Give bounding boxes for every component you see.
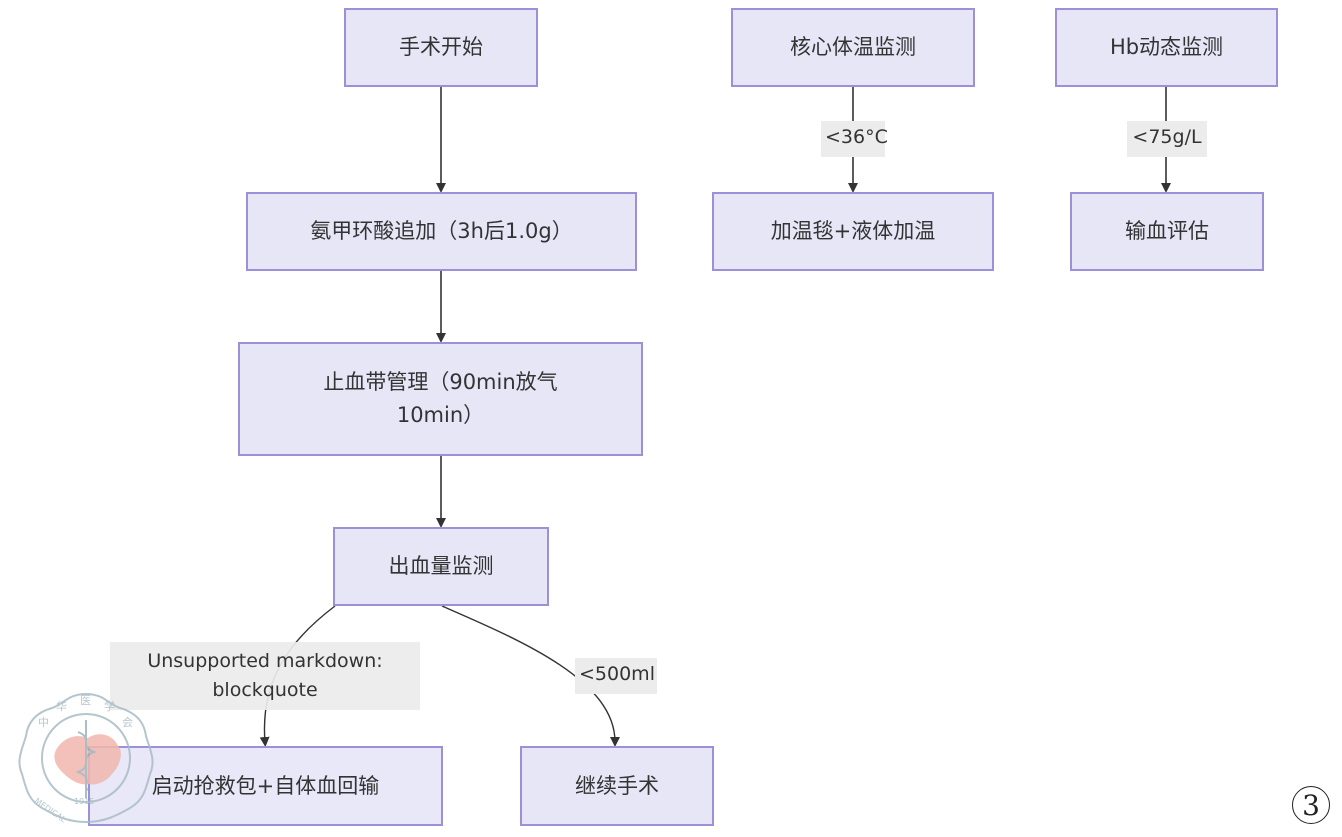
seal-text-zhong: 中	[38, 716, 49, 729]
node-label-line1: 止血带管理（90min放气	[323, 370, 558, 395]
node-hb-monitoring: Hb动态监测	[1055, 8, 1278, 87]
edge-label-hb: <75g/L	[1127, 121, 1207, 157]
seal-text-yi: 医	[80, 694, 91, 707]
node-label: 氨甲环酸追加（3h后1.0g）	[310, 219, 573, 244]
node-label: Hb动态监测	[1109, 35, 1224, 60]
node-transfusion-assessment: 输血评估	[1070, 192, 1264, 271]
edge-label-text: <36°C	[825, 126, 888, 148]
seal-text-hui: 会	[122, 716, 133, 729]
node-tranexamic-acid: 氨甲环酸追加（3h后1.0g）	[246, 192, 637, 271]
node-label: 继续手术	[575, 773, 659, 798]
node-label: 手术开始	[399, 35, 483, 60]
edge-label-text-line1: Unsupported markdown:	[147, 649, 383, 672]
edge-label-text: <500ml	[579, 663, 655, 685]
edge-label-text: <75g/L	[1132, 126, 1202, 148]
edge-label-temperature: <36°C	[821, 121, 888, 157]
node-label: 输血评估	[1125, 219, 1209, 244]
node-continue-surgery: 继续手术	[520, 746, 714, 826]
node-label: 出血量监测	[388, 554, 494, 579]
node-blood-loss-monitoring: 出血量监测	[333, 527, 549, 606]
seal-text-hua: 华	[56, 699, 67, 713]
edge-bloodloss-to-continue	[441, 605, 620, 747]
figure-number: 3	[1292, 786, 1330, 824]
node-label: 启动抢救包+自体血回输	[151, 773, 380, 798]
seal-text-en: MEDICAL	[33, 796, 68, 824]
node-surgery-start: 手术开始	[344, 8, 538, 87]
node-label: 核心体温监测	[790, 35, 916, 60]
figure-number-text: 3	[1302, 788, 1320, 822]
node-tourniquet-management: 止血带管理（90min放气 10min）	[238, 342, 643, 456]
edge-label-text-line2: blockquote	[212, 679, 318, 701]
node-label-line2: 10min）	[396, 403, 485, 427]
seal-text-xue: 学	[104, 699, 115, 713]
edge-label-rescue: Unsupported markdown: blockquote	[110, 642, 420, 710]
edge-label-continue: <500ml	[575, 658, 657, 694]
node-rescue-kit: 启动抢救包+自体血回输	[88, 746, 443, 826]
seal-year: 1915	[74, 797, 94, 806]
node-label: 加温毯+液体加温	[770, 219, 936, 244]
node-core-temperature: 核心体温监测	[731, 8, 975, 87]
node-warming: 加温毯+液体加温	[712, 192, 994, 271]
chinese-medical-association-seal-icon: 中 华 医 学 会 1915 MEDICAL	[18, 692, 154, 825]
